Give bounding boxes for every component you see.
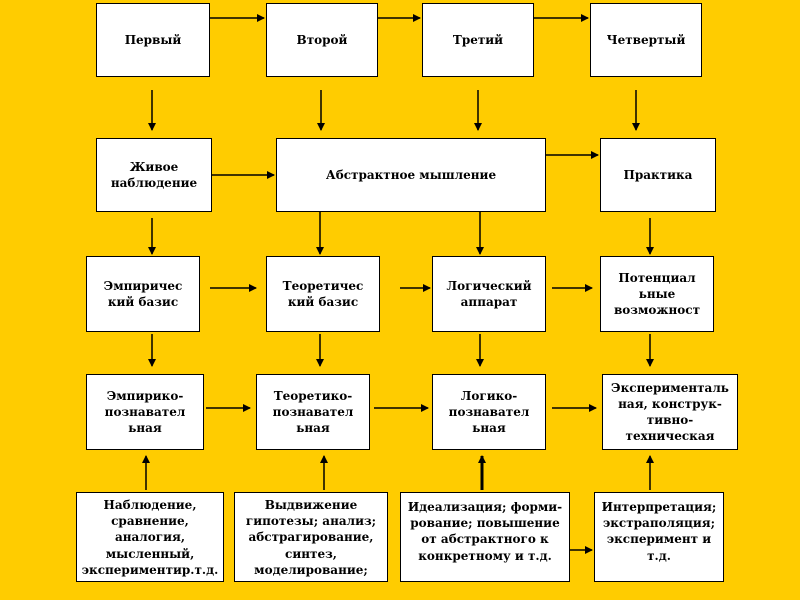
box-third: Третий bbox=[422, 3, 534, 77]
box-first: Первый bbox=[96, 3, 210, 77]
box-empirical-cognitive: Эмпирико- познавател ьная bbox=[86, 374, 204, 450]
box-second: Второй bbox=[266, 3, 378, 77]
box-abstract-thinking: Абстрактное мышление bbox=[276, 138, 546, 212]
box-practice: Практика bbox=[600, 138, 716, 212]
box-fourth: Четвертый bbox=[590, 3, 702, 77]
box-methods-theoretical: Выдвижение гипотезы; анализ; абстрагиров… bbox=[234, 492, 388, 582]
box-logical-cognitive: Логико- познавател ьная bbox=[432, 374, 546, 450]
box-methods-empirical: Наблюдение, сравнение, аналогия, мысленн… bbox=[76, 492, 224, 582]
box-empirical-basis: Эмпиричес кий базис bbox=[86, 256, 200, 332]
box-methods-logical: Идеализация; форми- рование; повышение о… bbox=[400, 492, 570, 582]
box-theoretical-basis: Теоретичес кий базис bbox=[266, 256, 380, 332]
box-living-observation: Живое наблюдение bbox=[96, 138, 212, 212]
box-logical-apparatus: Логический аппарат bbox=[432, 256, 546, 332]
box-theoretical-cognitive: Теоретико- познавател ьная bbox=[256, 374, 370, 450]
box-methods-experimental: Интерпретация; экстраполяция; эксперимен… bbox=[594, 492, 724, 582]
box-potential: Потенциал ьные возможност bbox=[600, 256, 714, 332]
box-experimental: Эксперименталь ная, конструк- тивно- тех… bbox=[602, 374, 738, 450]
